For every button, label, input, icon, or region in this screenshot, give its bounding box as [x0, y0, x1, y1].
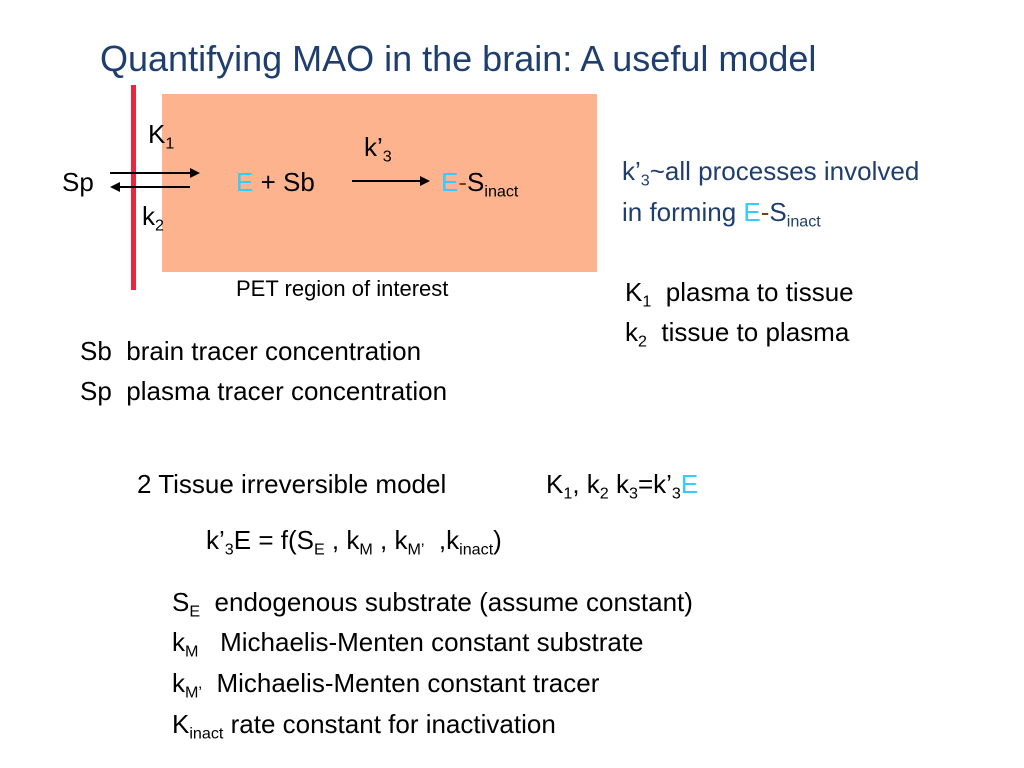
k3-label: k’3 [364, 132, 392, 166]
k3e-equation: k’3E = f(SE , kM , kM’ ,kinact) [206, 525, 502, 559]
sp-definition: Sp plasma tracer concentration [80, 376, 448, 406]
km-prime-definition: kM’ Michaelis-Menten constant tracer [172, 668, 600, 702]
sp-label: Sp [62, 167, 94, 197]
k3-note-line2: in forming E-Sinact [622, 197, 821, 231]
km-definition: kM Michaelis-Menten constant substrate [172, 627, 644, 661]
e-plus-sb-label: E + Sb [236, 167, 315, 197]
kinact-definition: Kinact rate constant for inactivation [172, 709, 556, 743]
model-name: 2 Tissue irreversible model [137, 469, 447, 499]
k1-arrowhead [190, 168, 200, 178]
k2-label: k2 [142, 201, 164, 235]
pet-region-label: PET region of interest [236, 276, 449, 301]
se-definition: SE endogenous substrate (assume constant… [172, 587, 693, 621]
k2-definition: k2 tissue to plasma [625, 317, 850, 351]
sb-definition: Sb brain tracer concentration [80, 336, 422, 366]
es-inact-label: E-Sinact [441, 167, 519, 201]
model-rate-constants: K1, k2 k3=k’3E [546, 469, 699, 503]
k1-definition: K1 plasma to tissue [625, 277, 854, 311]
k3-arrowhead [420, 176, 430, 186]
k2-arrowhead [110, 182, 120, 192]
page-title: Quantifying MAO in the brain: A useful m… [100, 38, 817, 79]
pet-region-box [162, 94, 597, 272]
k3-note-line1: k’3~all processes involved [622, 156, 920, 190]
k1-label: K1 [148, 119, 175, 153]
